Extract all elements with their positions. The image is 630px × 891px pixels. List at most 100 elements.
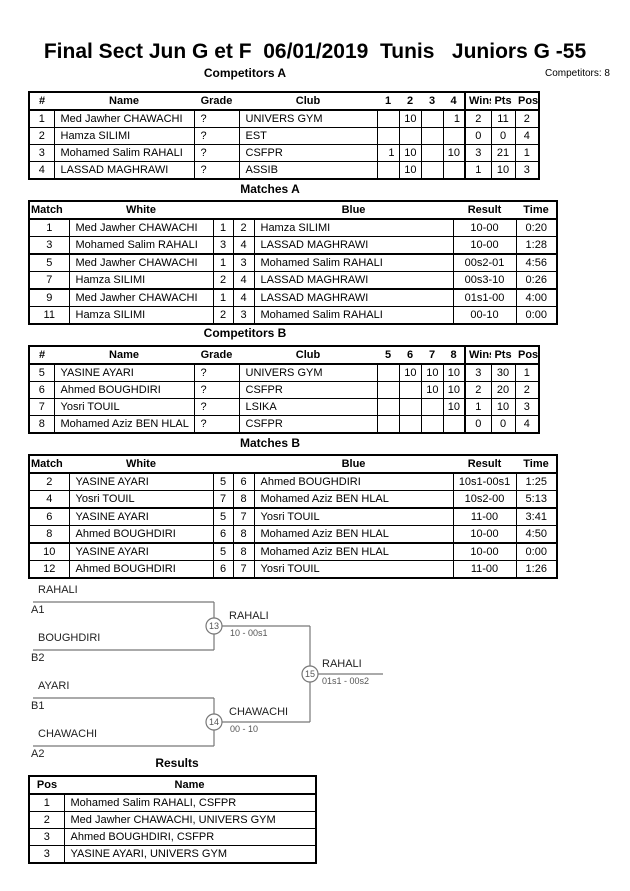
table-cell: 0:00 (515, 306, 558, 325)
table-cell: 2 (464, 109, 492, 128)
table-cell: 4 (28, 161, 55, 180)
table-cell: 9 (28, 288, 70, 307)
column-header: # (29, 91, 54, 111)
table-cell: YASINE AYARI (68, 507, 214, 526)
table-cell: UNIVERS GYM (238, 363, 378, 382)
table-cell: 1 (464, 398, 492, 416)
table-cell: Mohamed Salim RAHALI (68, 236, 214, 255)
bracket-match14-winner: CHAWACHI (229, 706, 289, 718)
table-cell: 0 (490, 127, 516, 145)
table-cell: 8 (232, 490, 255, 509)
bracket-diagram (33, 601, 383, 747)
table-cell: 1 (212, 218, 234, 237)
table-cell: ? (193, 415, 240, 434)
section-heading-matches-a: Matches A (240, 182, 300, 196)
table-cell: 1 (28, 793, 65, 812)
bracket-seed2-name: BOUGHDIRI (38, 632, 101, 644)
table-cell: 7 (212, 490, 234, 509)
bracket-seed4-label: A2 (31, 748, 45, 760)
table-cell: ? (193, 398, 240, 416)
table-cell: Mohamed Aziz BEN HLAL (253, 490, 454, 509)
column-header: Time (516, 454, 557, 474)
table-cell: 3 (464, 144, 492, 162)
table-cell: 3 (28, 828, 65, 846)
table-cell: 2 (464, 381, 492, 399)
table-cell (376, 381, 400, 399)
table-cell: 1 (212, 253, 234, 272)
table-cell: 10 (398, 144, 422, 162)
table-cell: 3:41 (515, 507, 558, 526)
table-cell: 6 (232, 472, 255, 491)
table-cell: 0 (464, 127, 492, 145)
table-cell: 10 (398, 161, 422, 180)
table-cell: 6 (28, 507, 70, 526)
table-cell: ? (193, 144, 240, 162)
table-cell: 0 (490, 415, 516, 434)
column-header (233, 200, 254, 220)
table-cell: Mohamed Salim RAHALI (253, 306, 454, 325)
table-cell (420, 161, 444, 180)
table-cell: Hamza SILIMI (53, 127, 195, 145)
competitors-a-table: #NameGradeClub1234WinsPtsPos1Med Jawher … (28, 91, 540, 180)
table-cell: 4 (232, 288, 255, 307)
table-cell: ? (193, 161, 240, 180)
table-cell: 00s2-01 (452, 253, 517, 272)
table-cell: Yosri TOUIL (253, 560, 454, 579)
bracket-seed4-name: CHAWACHI (38, 728, 98, 740)
table-cell: 7 (232, 507, 255, 526)
table-cell: 3 (514, 161, 540, 180)
column-header: Wins (464, 91, 491, 111)
table-cell: 8 (28, 415, 55, 434)
table-cell: 4 (28, 490, 70, 509)
table-cell: YASINE AYARI, UNIVERS GYM (63, 845, 317, 864)
table-cell: 10 (398, 363, 422, 382)
table-cell: ? (193, 363, 240, 382)
table-cell: 20 (490, 381, 516, 399)
table-cell: Mohamed Salim RAHALI (53, 144, 195, 162)
table-cell: 1 (464, 161, 492, 180)
column-header: White (69, 200, 213, 220)
bracket-match13-score: 10 - 00s1 (230, 628, 268, 638)
bracket-match15-winner: RAHALI (322, 658, 362, 670)
bracket-match14-score: 00 - 10 (230, 724, 259, 734)
table-cell: CSFPR (238, 381, 378, 399)
table-cell: 2 (28, 472, 70, 491)
table-cell: 4:56 (515, 253, 558, 272)
table-cell: 10-00 (452, 218, 517, 237)
column-header: Name (64, 775, 316, 795)
table-cell: Hamza SILIMI (253, 218, 454, 237)
table-cell (420, 109, 444, 128)
table-cell: ? (193, 109, 240, 128)
table-cell: 1:25 (515, 472, 558, 491)
table-cell (420, 144, 444, 162)
table-cell: 10-00 (452, 525, 517, 544)
table-cell: 7 (28, 271, 70, 290)
table-cell: CSFPR (238, 144, 378, 162)
table-cell: 3 (212, 236, 234, 255)
table-cell: LASSAD MAGHRAWI (253, 288, 454, 307)
column-header: Match (29, 454, 69, 474)
table-cell (420, 415, 444, 434)
bracket-seed1-name: RAHALI (38, 584, 78, 596)
column-header: Match (29, 200, 69, 220)
column-header: Club (239, 345, 377, 365)
column-header: 1 (377, 91, 399, 111)
table-cell: 4 (514, 415, 540, 434)
table-cell (398, 415, 422, 434)
column-header: 7 (421, 345, 443, 365)
column-header: Grade (194, 345, 239, 365)
bracket-match15-score: 01s1 - 00s2 (322, 676, 370, 686)
table-cell: UNIVERS GYM (238, 109, 378, 128)
table-cell: Ahmed BOUGHDIRI, CSFPR (63, 828, 317, 846)
table-cell (376, 109, 400, 128)
table-cell: YASINE AYARI (53, 363, 195, 382)
